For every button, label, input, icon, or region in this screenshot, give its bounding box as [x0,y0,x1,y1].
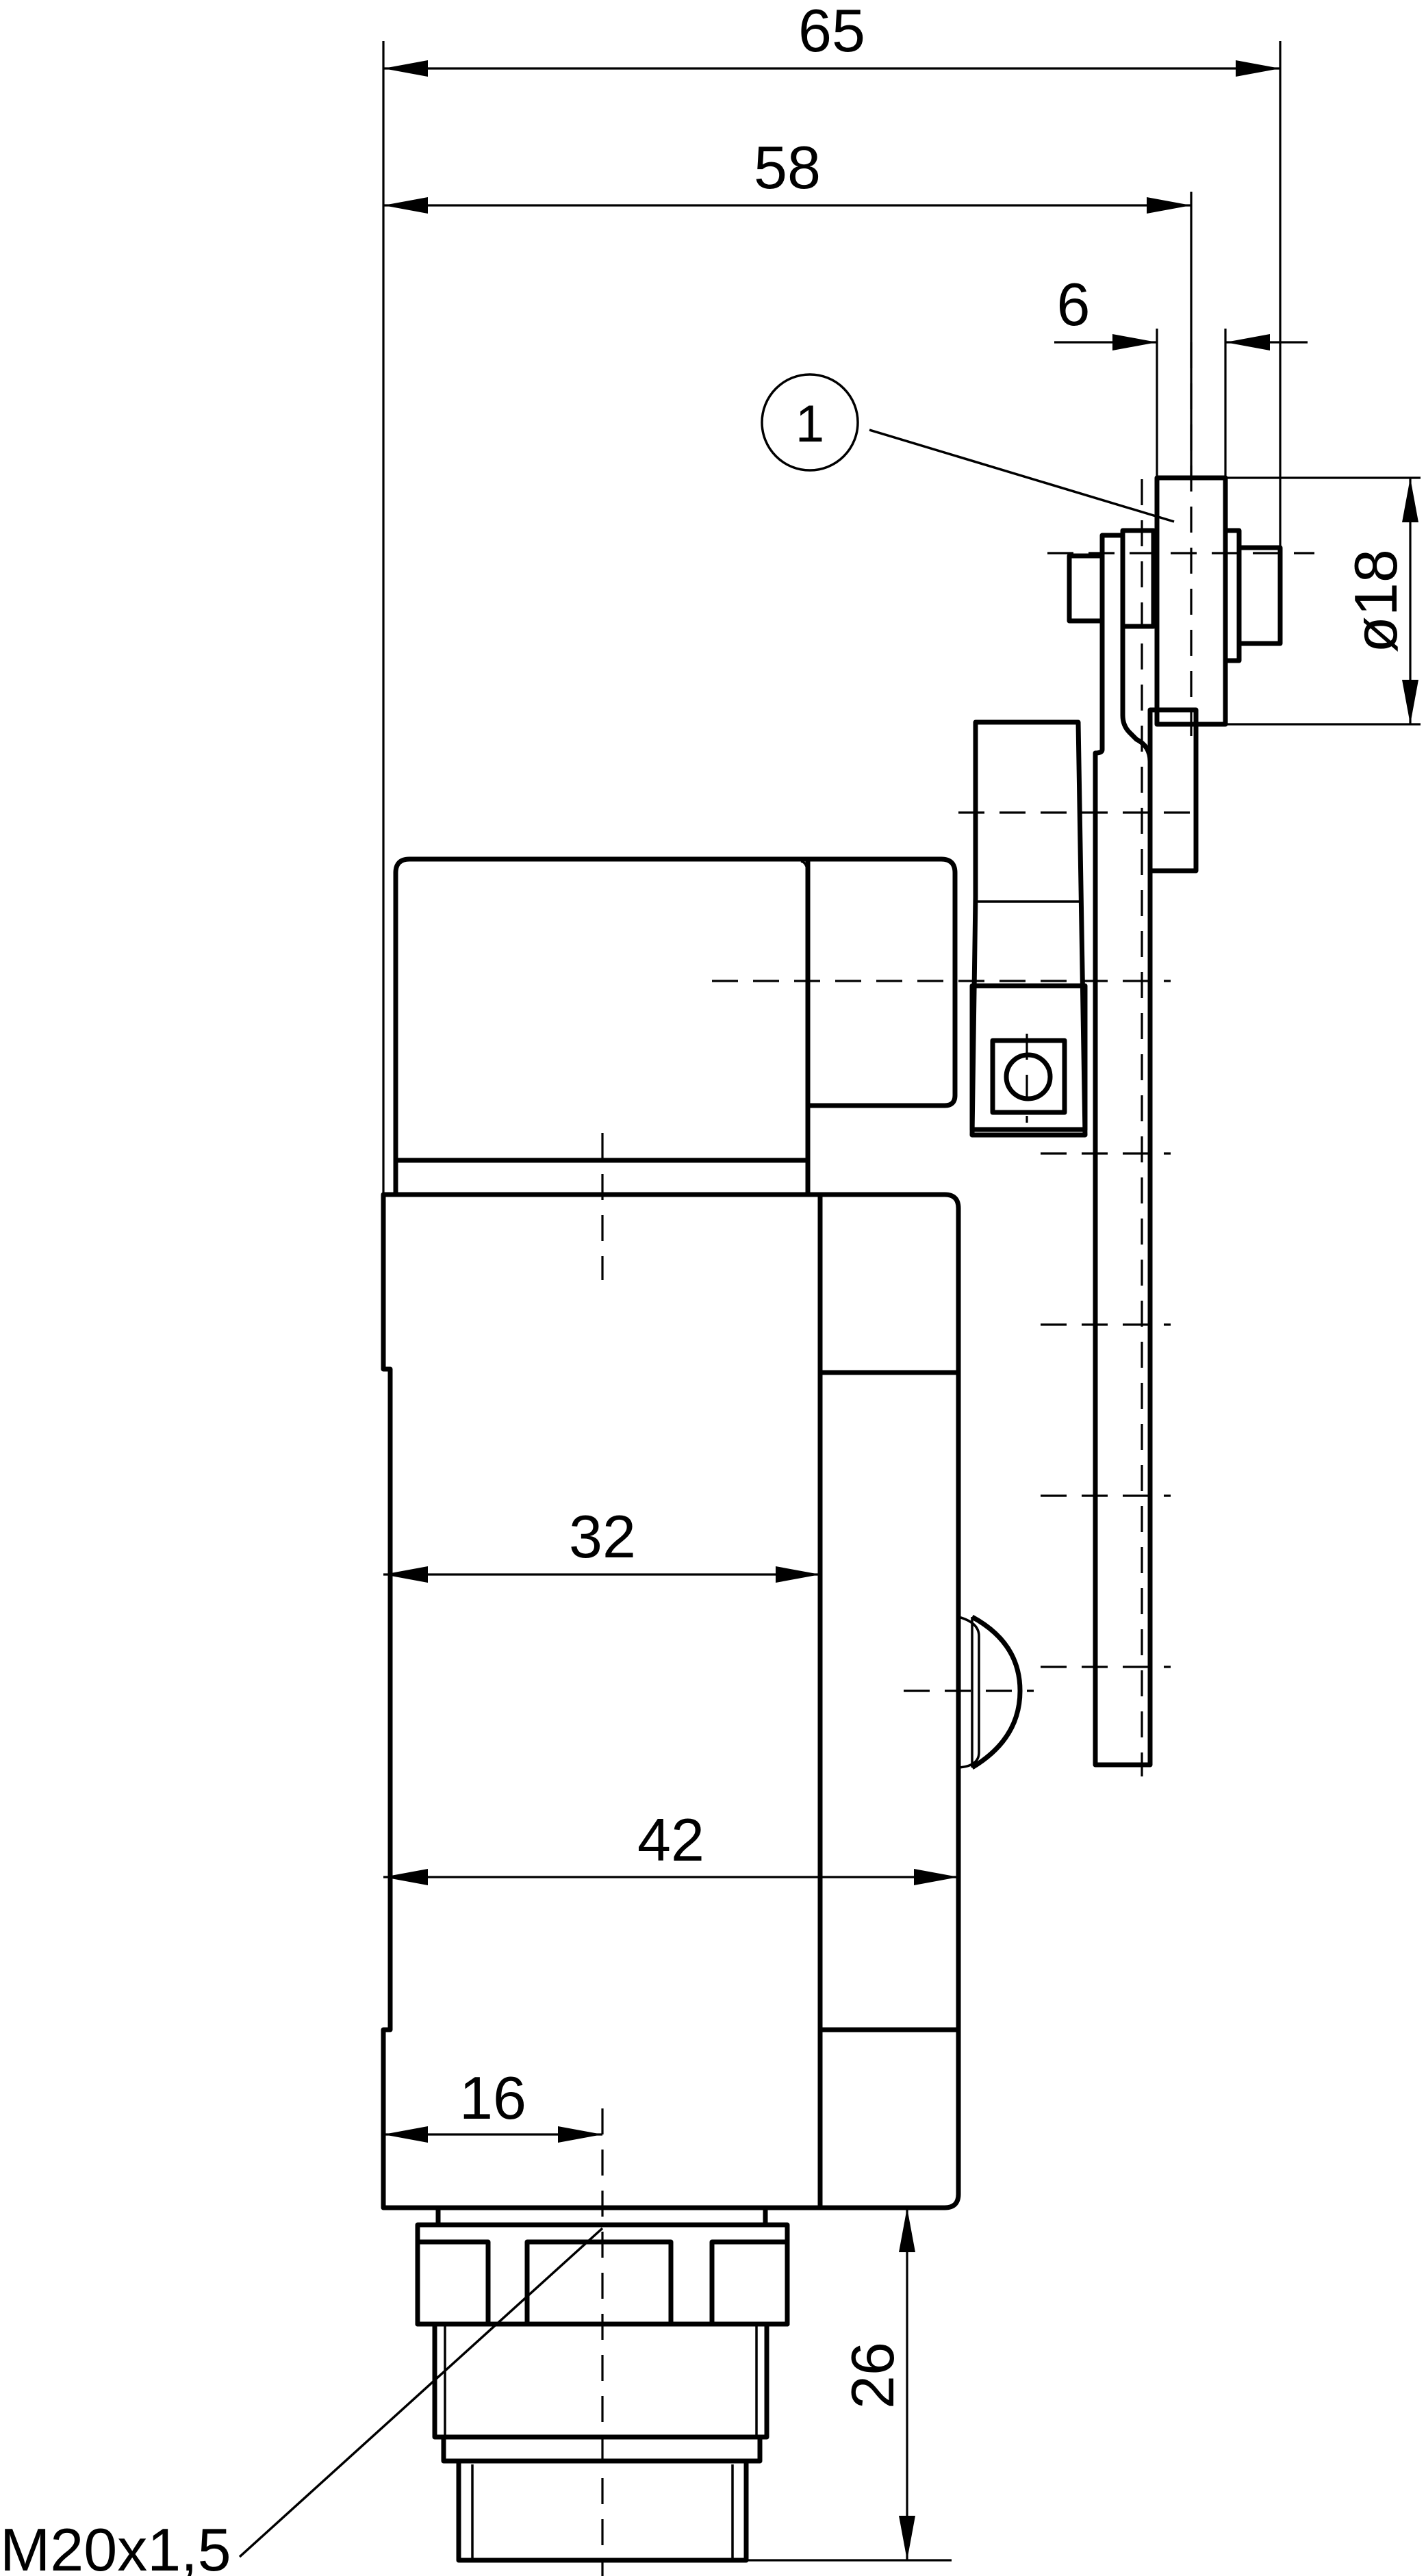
dimension-32-label: 32 [569,1503,636,1570]
lever-centerlines [1041,1152,1171,1668]
dimension-diameter-18: ø18 [1225,476,1421,726]
roller [1047,342,1314,736]
dimension-diameter-18-label: ø18 [1342,549,1410,653]
dimension-65: 65 [382,0,1282,1198]
dimension-26: 26 [746,2208,952,2562]
dimension-16: 16 [383,2064,602,2143]
dimension-16-label: 16 [459,2064,526,2132]
dimension-42: 42 [383,1806,958,1885]
plunger-knob [904,1614,1034,1770]
dimension-58-label: 58 [754,133,821,201]
dimension-32: 32 [383,1503,820,1583]
top-housing [393,856,958,1280]
dimension-26-label: 26 [839,2342,906,2409]
dimension-6-label: 6 [1057,270,1091,338]
dimension-65-label: 65 [798,0,865,64]
lever-clamp [712,719,1171,1138]
callout-1: 1 [761,373,1175,523]
callout-1-number: 1 [795,395,824,453]
lever-arm [958,479,1199,1776]
dimension-42-label: 42 [637,1806,704,1874]
dimension-58: 58 [383,133,1193,479]
thread-label: M20x1,5 [0,2516,231,2576]
switch-body [381,1192,961,2210]
cable-gland [415,2108,790,2576]
dimension-6: 6 [1054,270,1308,479]
thread-callout: M20x1,5 [0,2227,604,2576]
